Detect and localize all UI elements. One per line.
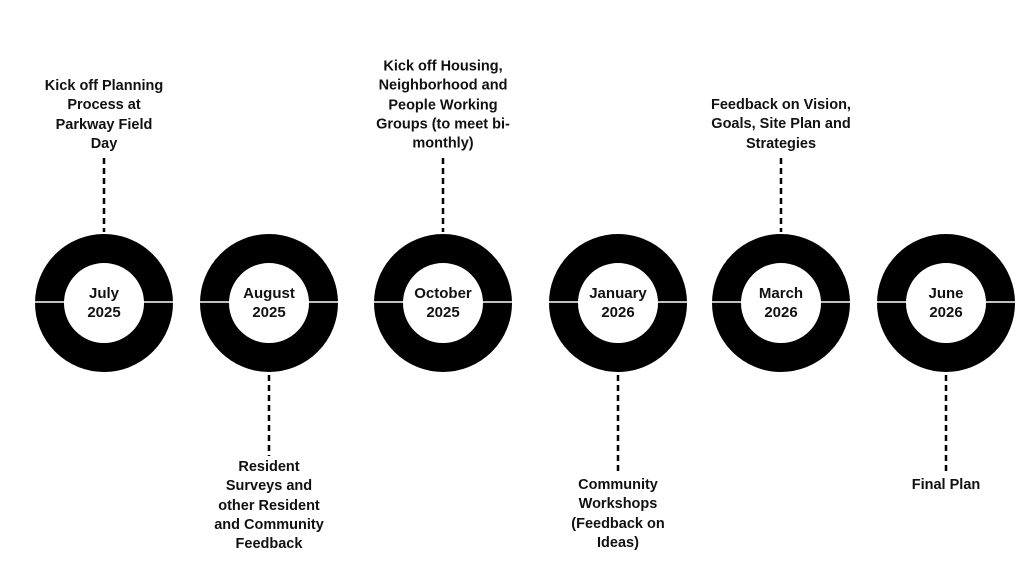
milestone-year: 2026 (764, 304, 798, 321)
milestone-year: 2025 (252, 304, 286, 321)
milestone-month: March (758, 285, 804, 302)
milestone-month: August (243, 285, 295, 302)
milestone-label: Feedback on Vision, Goals, Site Plan and… (711, 97, 851, 152)
milestone-month: January (589, 285, 647, 302)
milestone-ring (712, 234, 850, 372)
milestone-ring (35, 234, 173, 372)
milestone-label: Final Plan (911, 477, 981, 493)
milestone-year: 2026 (601, 304, 635, 321)
milestone-label: Kick off Housing, Neighborhood and Peopl… (376, 58, 510, 152)
milestone-label: Kick off Planning Process at Parkway Fie… (44, 77, 164, 152)
milestone-label: Resident Surveys and other Resident and … (214, 459, 324, 553)
milestone-year: 2026 (929, 304, 963, 321)
milestone-label: Community Workshops (Feedback on Ideas) (571, 477, 665, 551)
milestone-month: July (88, 285, 119, 302)
milestone-month: June (928, 285, 964, 302)
milestone-ring (549, 234, 687, 372)
milestone-year: 2025 (87, 304, 121, 321)
milestone-ring (374, 234, 512, 372)
milestone-ring (877, 234, 1015, 372)
milestone-ring (200, 234, 338, 372)
milestone-month: October (414, 285, 472, 302)
milestone-year: 2025 (426, 304, 460, 321)
